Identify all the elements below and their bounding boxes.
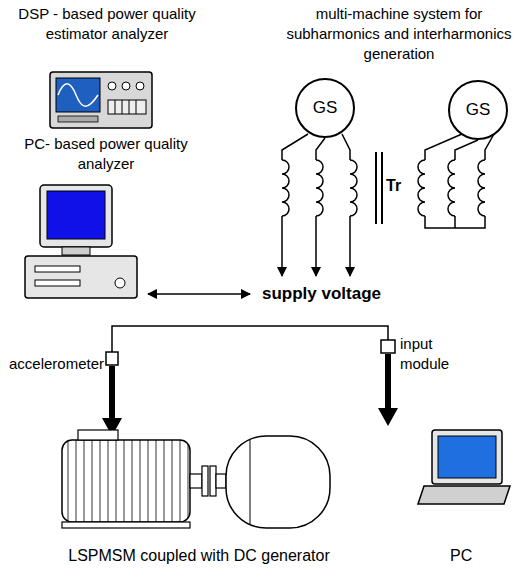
sensor-label: accelerometer (2, 354, 104, 374)
system-label: multi-machine system for subharmonics an… (281, 4, 517, 64)
generator-circle: GS (448, 80, 508, 140)
signal-arrow (102, 366, 122, 436)
desktop-pc-icon (25, 185, 137, 298)
generator-label: GS (466, 100, 491, 120)
generator-circle: GS (295, 78, 355, 138)
signal-arrow (378, 354, 398, 426)
coil-stroke (316, 160, 323, 216)
supply-label: supply voltage (262, 284, 381, 304)
dsp-analyzer-icon (50, 72, 152, 128)
coil-stroke (350, 160, 357, 216)
laptop-icon (418, 430, 510, 504)
machine-label: LSPMSM coupled with DC generator (4, 546, 394, 566)
generator-wiring (282, 134, 494, 276)
input-module-box (381, 340, 395, 353)
data-link-arrow (148, 293, 250, 295)
transformer-label: Tr (386, 176, 401, 196)
coil-stroke (282, 160, 289, 216)
sensor-wiring (112, 326, 388, 352)
analyzer-label: PC- based power quality analyzer (8, 134, 204, 174)
accelerometer-sensor (106, 352, 118, 365)
transformer-winding (282, 160, 485, 216)
generator-label: GS (313, 98, 338, 118)
coil-stroke (478, 160, 485, 216)
coil-stroke (448, 160, 455, 216)
pc-label: PC (450, 546, 472, 566)
module-label: input module (400, 334, 462, 374)
motor-generator-set (62, 430, 330, 528)
coil-stroke (418, 160, 425, 216)
analyzer-label: DSP - based power quality estimator anal… (14, 4, 200, 44)
